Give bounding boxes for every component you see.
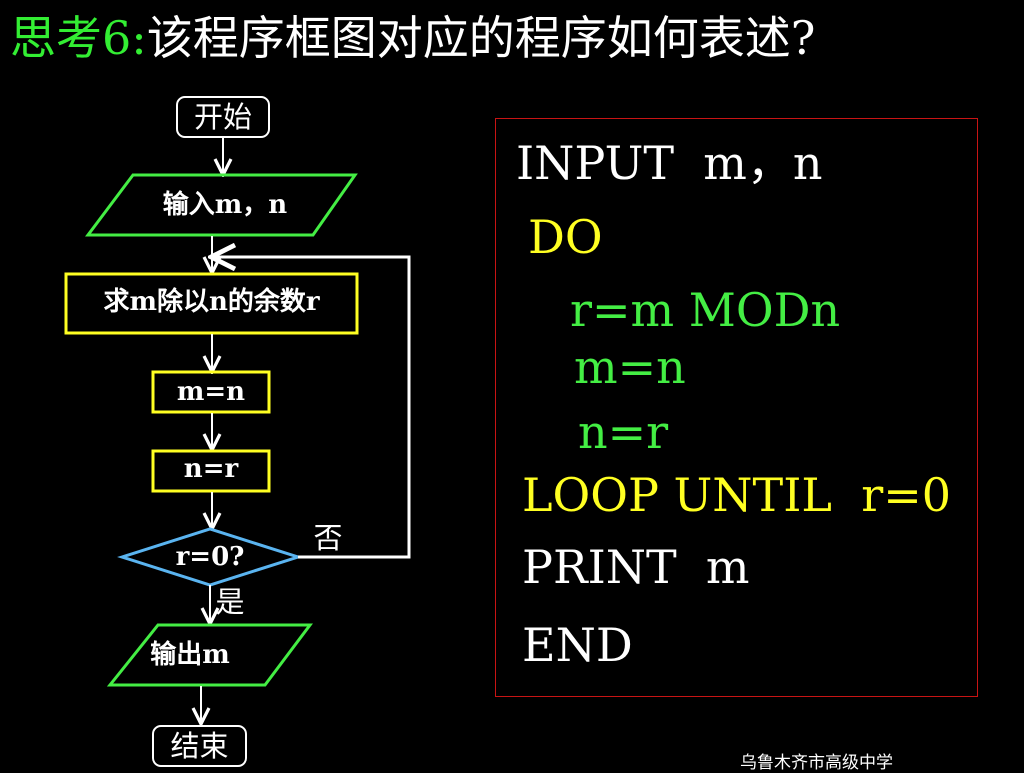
assign-m-process <box>151 370 271 414</box>
title-question: 该程序框图对应的程序如何表述? <box>146 11 816 65</box>
condition-label: r=0? <box>175 542 245 572</box>
code-assign-m-line: m=n <box>574 340 686 394</box>
slide-title: 思考6:该程序框图对应的程序如何表述? <box>10 8 815 68</box>
assign-n-label: n=r <box>183 454 239 484</box>
code-do-line: DO <box>528 210 603 264</box>
output-label: 输出m <box>150 640 230 670</box>
no-branch-label: 否 <box>313 521 343 555</box>
assign-m-label: m=n <box>176 377 246 407</box>
remainder-process <box>64 272 359 335</box>
code-input-line: INPUT m，n <box>516 136 823 190</box>
school-footer: 乌鲁木齐市高级中学 <box>740 753 893 773</box>
flowchart <box>64 96 411 767</box>
loop-back-line <box>214 257 411 559</box>
end-label: 结束 <box>170 729 229 763</box>
input-label: 输入m，n <box>162 190 288 220</box>
code-loop-line: LOOP UNTIL r=0 <box>522 468 952 522</box>
end-terminal <box>152 725 247 767</box>
output-parallelogram <box>106 623 313 687</box>
code-remainder-line: r=m MODn <box>570 283 841 337</box>
assign-n-process <box>151 449 271 493</box>
yes-branch-label: 是 <box>215 585 245 619</box>
code-print-line: PRINT m <box>522 540 750 594</box>
code-end-line: END <box>522 618 633 672</box>
start-label: 开始 <box>193 100 252 134</box>
title-prefix: 思考6: <box>10 11 147 65</box>
input-parallelogram <box>85 173 358 237</box>
remainder-label: 求m除以n的余数r <box>103 287 320 317</box>
code-assign-n-line: n=r <box>578 405 669 459</box>
program-panel <box>495 118 978 697</box>
